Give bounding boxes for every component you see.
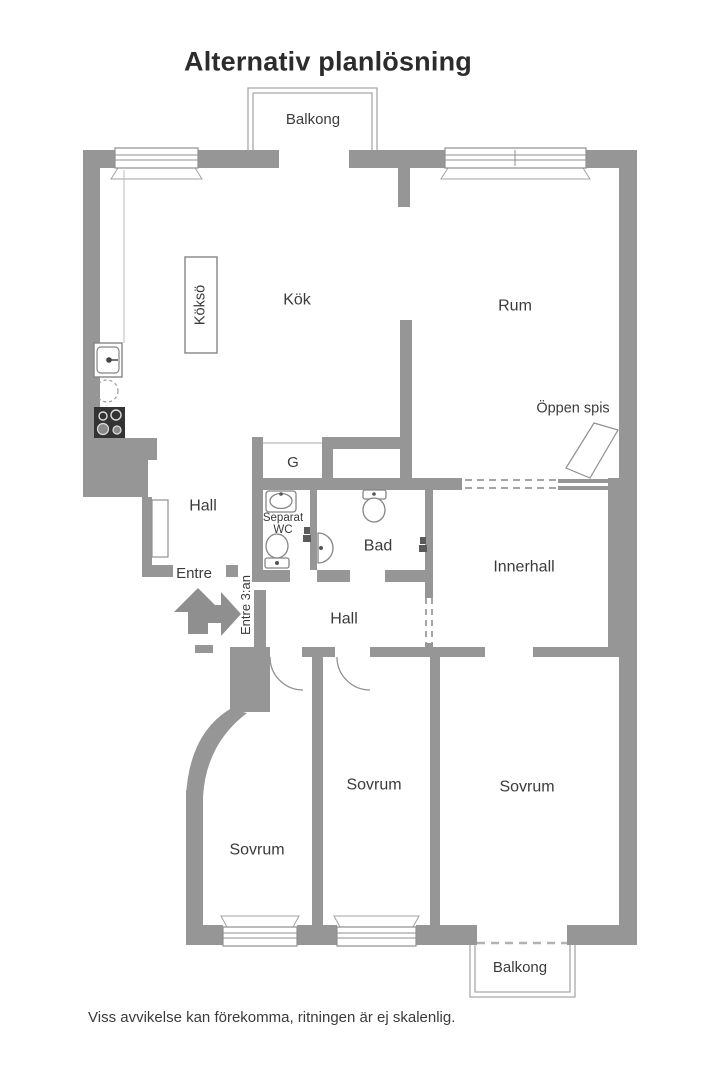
label-hall-upper: Hall xyxy=(189,497,217,515)
label-balcony-bottom: Balkong xyxy=(492,959,548,977)
kitchen-island xyxy=(184,256,218,354)
entry-arrow-right-icon xyxy=(205,592,241,636)
window-room xyxy=(440,147,591,180)
label-entrance-3: Entre 3:an xyxy=(238,575,254,635)
door-arcs xyxy=(269,656,371,691)
label-inner-hall: Innerhall xyxy=(493,558,555,576)
label-balcony-top: Balkong xyxy=(285,111,341,129)
window-kitchen xyxy=(110,147,203,180)
front-door-leaf xyxy=(151,499,169,558)
entry-arrow-up-icon xyxy=(174,588,222,634)
wc-sink-icon xyxy=(265,490,297,513)
label-wardrobe: G xyxy=(287,454,299,472)
balcony-top-outline xyxy=(247,87,378,152)
label-bedroom-left: Sovrum xyxy=(229,841,285,859)
window-bedroom-middle xyxy=(333,915,420,947)
label-bedroom-right: Sovrum xyxy=(499,778,555,796)
label-room: Rum xyxy=(498,297,532,315)
label-hall-lower: Hall xyxy=(330,610,358,628)
label-separate-wc: Separat WC xyxy=(262,511,304,536)
dashed-openings xyxy=(425,479,567,945)
bath-sink-icon xyxy=(317,532,334,564)
stove-icon xyxy=(94,407,125,438)
label-bathroom: Bad xyxy=(363,537,393,555)
fireplace-icon xyxy=(565,422,619,479)
kitchen-sink-icon xyxy=(93,342,123,378)
page-title: Alternativ planlösning xyxy=(184,46,472,77)
label-fireplace: Öppen spis xyxy=(536,400,610,417)
bath-toilet-icon xyxy=(362,489,387,523)
radiator-valve-icons xyxy=(303,527,427,552)
disclaimer-text: Viss avvikelse kan förekomma, ritningen … xyxy=(88,1009,456,1026)
dishwasher-icon xyxy=(95,379,119,403)
balcony-bottom-outline xyxy=(469,939,576,998)
window-bedroom-left xyxy=(220,915,300,947)
walls xyxy=(83,150,637,945)
label-bedroom-middle: Sovrum xyxy=(346,776,402,794)
wc-toilet-icon xyxy=(264,533,290,569)
label-kitchen: Kök xyxy=(283,291,311,309)
label-kitchen-island: Köksö xyxy=(192,284,209,326)
label-entrance: Entre xyxy=(176,565,212,583)
